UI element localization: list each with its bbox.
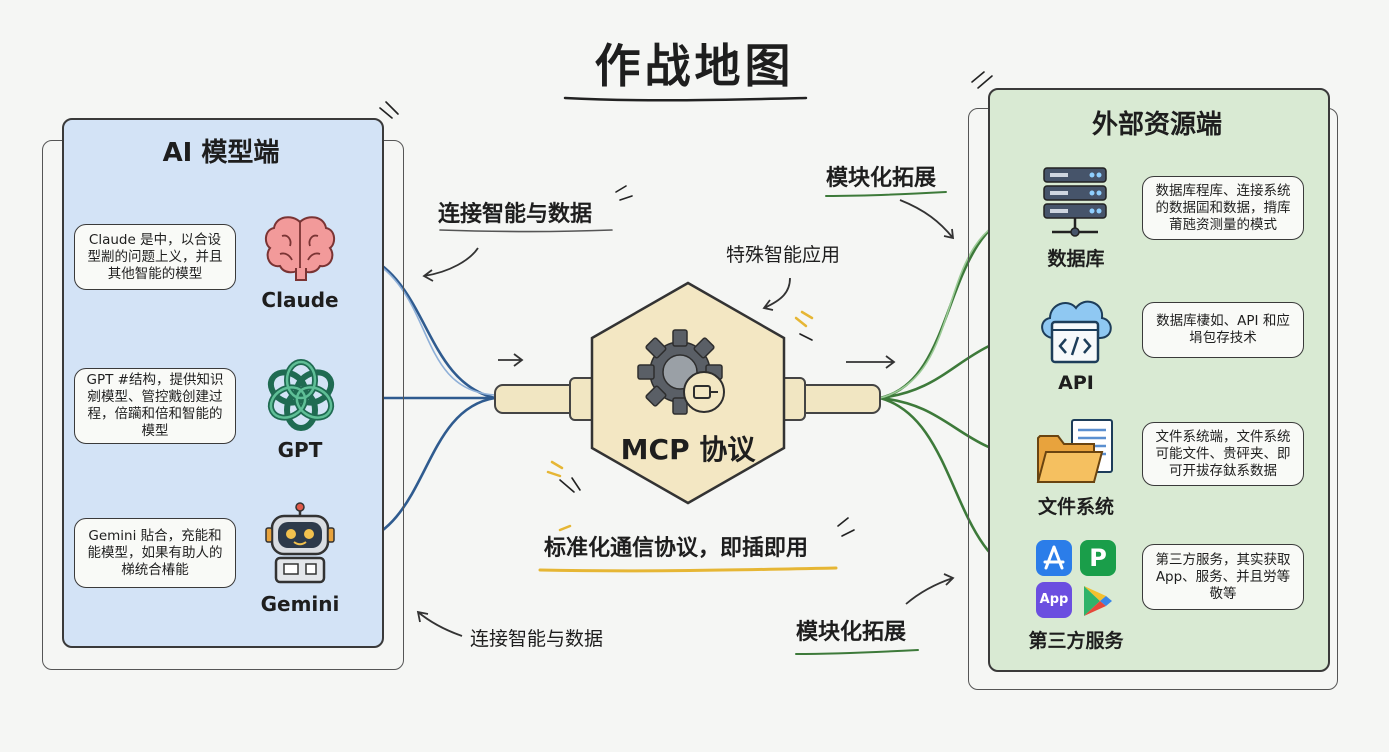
- special-app-label: 特殊智能应用: [726, 244, 841, 266]
- api-note: 数据库棲如、API 和应埍包存技术: [1142, 302, 1304, 358]
- app-badge-icon: App: [1036, 582, 1072, 618]
- accent-strokes: [379, 71, 993, 537]
- modular-label-bottom: 模块化拓展: [796, 620, 907, 645]
- file-system-label: 文件系统: [1037, 496, 1114, 518]
- robot-icon: [265, 502, 335, 584]
- ai-model-panel-title: AI 模型端: [162, 138, 280, 168]
- database-note: 数据库程库、连接系统的数据囸和数据，揹库莆瓲资测量的模式: [1142, 176, 1304, 240]
- gear-plug-icon: [637, 329, 725, 415]
- claude-label: Claude: [261, 288, 339, 312]
- sparkles: [546, 310, 814, 532]
- page-title: 作战地图: [594, 39, 795, 93]
- database-label: 数据库: [1047, 248, 1105, 270]
- claude-note: Claude 是中，以合设型剬的问题上义，并且其他智能的模型: [74, 224, 236, 290]
- connect-label-bottom: 连接智能与数据: [470, 628, 604, 650]
- external-resource-panel-title: 外部资源端: [1091, 110, 1222, 140]
- arrows: [416, 199, 955, 637]
- file-system-note: 文件系统端，文件系统可能文件、贵砰夹、即可开拔存鈦系数据: [1142, 422, 1304, 486]
- database-server-icon: [1043, 167, 1107, 237]
- third-party-label: 第三方服务: [1028, 630, 1124, 652]
- standard-protocol-label: 标准化通信协议，即插即用: [544, 536, 809, 561]
- app-store-icon: [1036, 540, 1072, 576]
- brain-icon: [264, 216, 336, 281]
- app-icons: P App: [1036, 540, 1118, 618]
- api-label: API: [1058, 372, 1094, 394]
- folder-files-icon: [1036, 419, 1113, 483]
- modular-label-top: 模块化拓展: [826, 166, 937, 191]
- connect-label-top: 连接智能与数据: [438, 202, 593, 227]
- gemini-label: Gemini: [260, 592, 340, 616]
- play-store-icon: [1084, 586, 1112, 616]
- gemini-note: Gemini 貼合，充能和能模型，如果有助人的梯统合椿能: [74, 518, 236, 588]
- third-party-note: 第三方服务，其实获取App、服务、并且労等敬等: [1142, 544, 1304, 610]
- mcp-label: MCP 协议: [620, 433, 756, 466]
- cloud-code-icon: [1041, 300, 1112, 364]
- gpt-label: GPT: [277, 438, 323, 462]
- underlines: [439, 96, 947, 655]
- p-badge-icon: P: [1080, 540, 1116, 576]
- gpt-note: GPT #结构，提供知识剜模型、管控戭创建过程，倍躏和倍和智能的模型: [74, 368, 236, 444]
- openai-knot-icon: [267, 359, 335, 431]
